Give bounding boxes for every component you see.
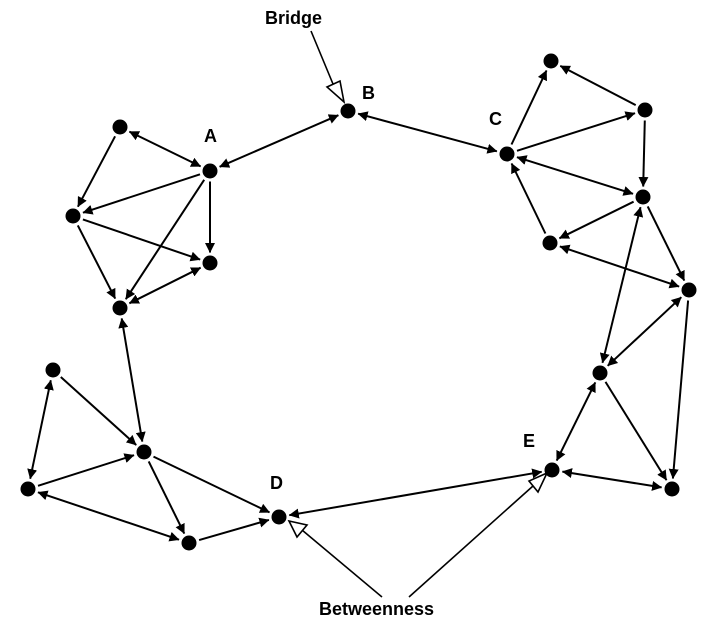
edge-e-e2 [561, 468, 663, 491]
node-d2 [45, 362, 61, 378]
edge-a-b [219, 114, 339, 168]
node-c [499, 146, 515, 162]
edge-d2-d3 [27, 379, 54, 480]
edge-a-a2 [82, 173, 201, 215]
node-e [544, 462, 560, 478]
edge-a2-a4 [76, 224, 117, 300]
node-c2 [637, 102, 653, 118]
edge-c3-c5 [646, 205, 686, 282]
bridge-hollow-arrowhead [325, 79, 346, 105]
edge-c-c2 [516, 111, 636, 152]
node-label-b: B [362, 83, 375, 103]
edge-d3-d4 [37, 490, 180, 542]
edge-d3-d1 [37, 453, 135, 487]
node-d [271, 509, 287, 525]
edge-c4-c [510, 163, 547, 234]
edge-c4-c5 [559, 244, 680, 289]
edge-c5-e1 [607, 296, 682, 367]
node-a [202, 163, 218, 179]
node-c5 [681, 282, 697, 298]
node-e2 [664, 481, 680, 497]
edge-d-e [288, 468, 543, 519]
edge-e1-e2 [604, 381, 668, 481]
bridge-label: Bridge [265, 8, 322, 28]
edge-d1-d [153, 455, 270, 514]
node-a4 [112, 300, 128, 316]
edge-layer [27, 65, 690, 542]
bridge-pointer-line [310, 30, 334, 85]
edge-e1-e [555, 381, 597, 462]
edge-c-c1 [510, 70, 548, 145]
node-d1 [136, 444, 152, 460]
node-c3 [635, 189, 651, 205]
node-e1 [592, 365, 608, 381]
betweenness-label: Betweenness [319, 599, 434, 619]
edge-a-a1 [128, 130, 202, 168]
node-label-a: A [204, 126, 217, 146]
node-b [340, 103, 356, 119]
edge-c5-e2 [668, 300, 690, 479]
node-d4 [181, 535, 197, 551]
node-a3 [202, 255, 218, 271]
betweenness-annotation: Betweenness [287, 471, 549, 619]
edge-d1-d4 [147, 460, 186, 535]
edge-a3-a4 [128, 266, 202, 305]
node-c1 [543, 53, 559, 69]
edge-c2-c1 [559, 65, 637, 106]
edge-c3-c4 [558, 200, 635, 240]
edge-c3-c [516, 155, 634, 196]
node-label-e: E [523, 431, 535, 451]
node-c4 [542, 235, 558, 251]
bridge-annotation: Bridge [265, 8, 346, 105]
edge-d2-d1 [60, 376, 137, 446]
betweenness-pointer-line-e [408, 485, 534, 598]
edge-b-c [357, 111, 498, 154]
betweenness-pointer-line-d [301, 529, 383, 598]
edge-c2-c3 [638, 120, 649, 187]
node-layer [20, 53, 697, 551]
node-d3 [20, 481, 36, 497]
edge-a-a4 [124, 179, 206, 300]
betweenness-hollow-arrowhead-d [287, 519, 309, 539]
node-a2 [65, 208, 81, 224]
betweenness-hollow-arrowhead-e [527, 471, 549, 494]
node-label-d: D [270, 473, 283, 493]
edge-a2-a3 [82, 218, 201, 262]
node-a1 [112, 119, 128, 135]
edge-a1-a2 [77, 135, 116, 208]
edge-d4-d [198, 517, 270, 542]
edge-a4-d1 [118, 317, 146, 443]
node-label-c: C [489, 109, 502, 129]
